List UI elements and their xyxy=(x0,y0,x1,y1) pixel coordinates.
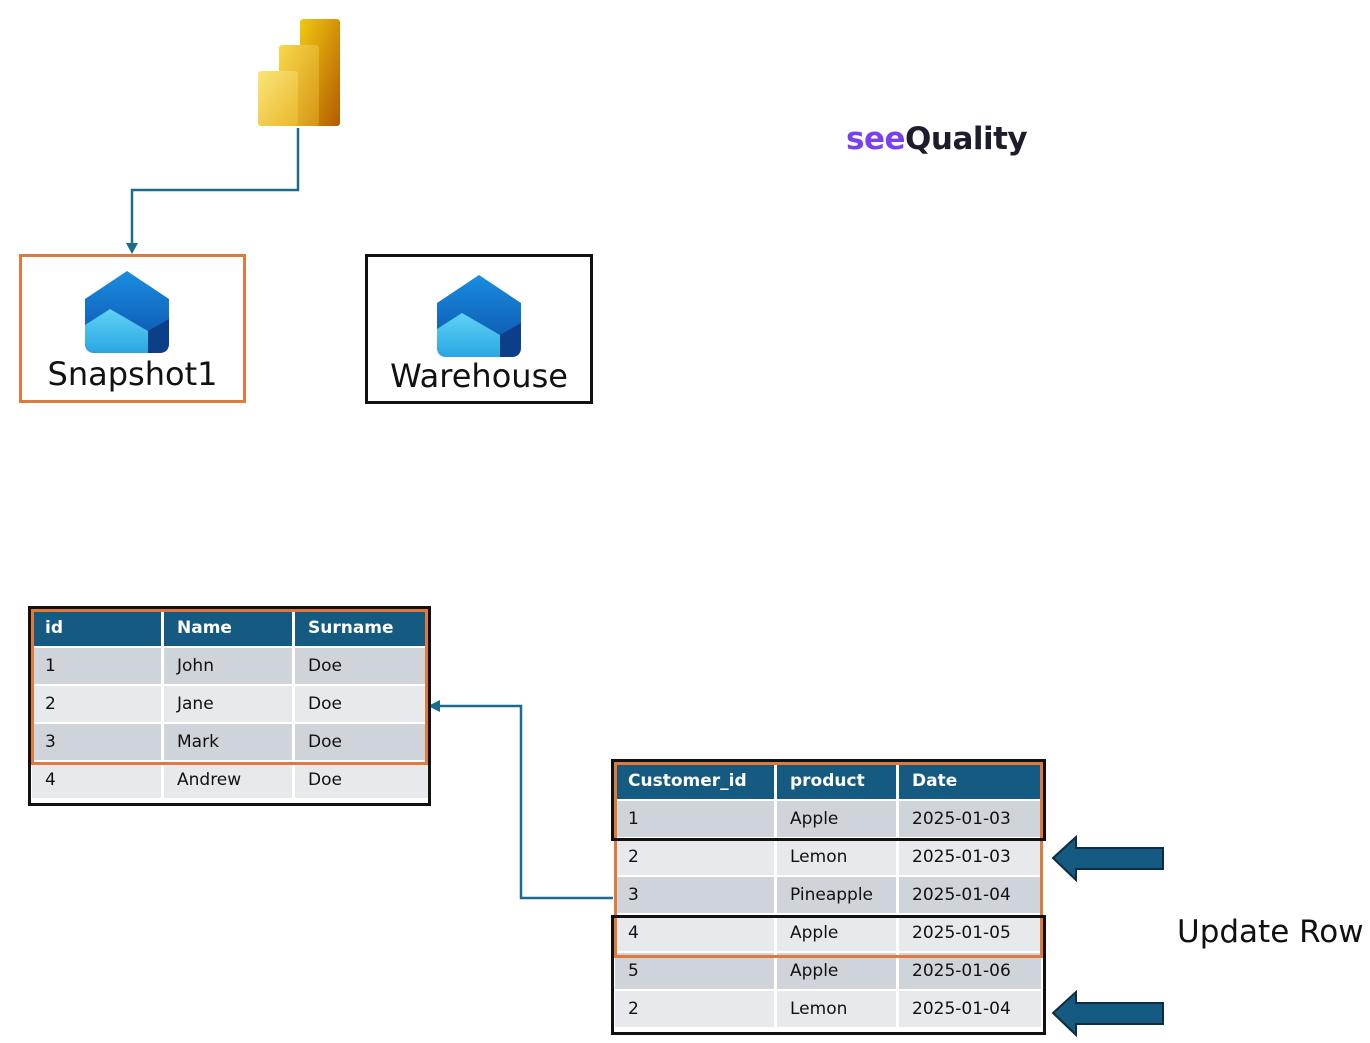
seequality-logo: seeQuality xyxy=(846,121,1028,157)
table-cell: 2025-01-03 xyxy=(899,801,1041,839)
warehouse-box: Warehouse xyxy=(365,254,593,404)
table-row: 4 Andrew Doe xyxy=(32,762,428,800)
logo-text-quality: Quality xyxy=(905,121,1028,157)
right-to-left-table-connector xyxy=(438,704,613,900)
block-arrow-upper xyxy=(1051,834,1164,883)
table-cell: 2025-01-04 xyxy=(899,991,1041,1029)
warehouse-icon xyxy=(85,271,169,353)
orders-table: Customer_id product Date 1 Apple 2025-01… xyxy=(615,763,1041,1029)
table-row: 3 Mark Doe xyxy=(32,724,428,762)
table-row: 2 Lemon 2025-01-03 xyxy=(615,839,1041,877)
customer-table: id Name Surname 1 John Doe 2 Jane Doe 3 … xyxy=(32,610,428,800)
table-header-row: Customer_id product Date xyxy=(615,763,1041,801)
column-header: Surname xyxy=(295,610,428,648)
table-row: 5 Apple 2025-01-06 xyxy=(615,953,1041,991)
table-cell: Doe xyxy=(295,724,428,762)
table-cell: Doe xyxy=(295,648,428,686)
table-cell: 1 xyxy=(32,648,164,686)
table-cell: Jane xyxy=(164,686,295,724)
table-cell: Doe xyxy=(295,686,428,724)
block-arrow-lower xyxy=(1051,989,1164,1038)
table-cell: 2025-01-06 xyxy=(899,953,1041,991)
powerbi-to-snapshot-connector xyxy=(130,128,300,244)
table-cell: 1 xyxy=(615,801,777,839)
connector-arrowhead-left xyxy=(428,700,440,712)
table-row: 3 Pineapple 2025-01-04 xyxy=(615,877,1041,915)
logo-text-see: see xyxy=(846,121,906,157)
table-cell: Apple xyxy=(777,953,899,991)
table-cell: 2025-01-05 xyxy=(899,915,1041,953)
table-cell: Lemon xyxy=(777,839,899,877)
table-cell: 2 xyxy=(615,839,777,877)
table-row: 2 Lemon 2025-01-04 xyxy=(615,991,1041,1029)
table-row: 1 Apple 2025-01-03 xyxy=(615,801,1041,839)
column-header: product xyxy=(777,763,899,801)
table-row: 4 Apple 2025-01-05 xyxy=(615,915,1041,953)
table-cell: 2 xyxy=(32,686,164,724)
table-cell: Mark xyxy=(164,724,295,762)
table-cell: Doe xyxy=(295,762,428,800)
power-bi-icon xyxy=(258,19,340,126)
table-cell: Lemon xyxy=(777,991,899,1029)
table-cell: John xyxy=(164,648,295,686)
table-cell: 3 xyxy=(32,724,164,762)
table-cell: 2025-01-04 xyxy=(899,877,1041,915)
table-cell: 3 xyxy=(615,877,777,915)
column-header: Date xyxy=(899,763,1041,801)
table-cell: 2 xyxy=(615,991,777,1029)
table-cell: Apple xyxy=(777,801,899,839)
table-cell: 2025-01-03 xyxy=(899,839,1041,877)
table-header-row: id Name Surname xyxy=(32,610,428,648)
warehouse-icon xyxy=(437,275,521,357)
column-header: id xyxy=(32,610,164,648)
table-row: 1 John Doe xyxy=(32,648,428,686)
connector-arrowhead xyxy=(126,243,138,254)
table-cell: Pineapple xyxy=(777,877,899,915)
column-header: Customer_id xyxy=(615,763,777,801)
table-cell: 4 xyxy=(32,762,164,800)
update-row-annotation: Update Row xyxy=(1177,914,1364,950)
table-cell: Andrew xyxy=(164,762,295,800)
table-cell: 5 xyxy=(615,953,777,991)
column-header: Name xyxy=(164,610,295,648)
snapshot-label: Snapshot1 xyxy=(47,355,218,393)
table-row: 2 Jane Doe xyxy=(32,686,428,724)
table-cell: Apple xyxy=(777,915,899,953)
snapshot-box: Snapshot1 xyxy=(19,254,246,403)
warehouse-label: Warehouse xyxy=(390,357,568,395)
table-cell: 4 xyxy=(615,915,777,953)
